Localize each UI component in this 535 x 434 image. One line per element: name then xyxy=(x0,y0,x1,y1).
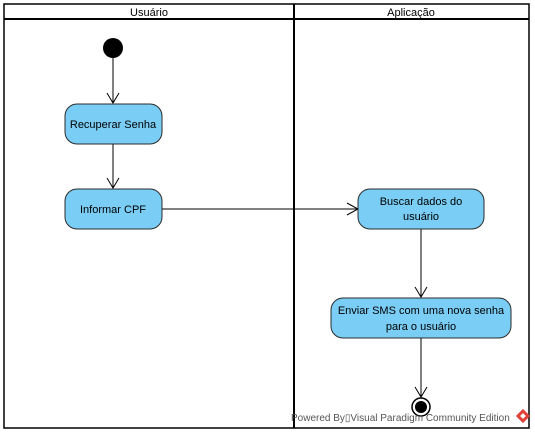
arrowhead-final xyxy=(414,386,428,398)
visual-paradigm-logo-icon xyxy=(515,408,531,424)
action-buscar-dados-label-line2: usuário xyxy=(403,211,439,223)
action-enviar-sms-label-line2: para o usuário xyxy=(386,321,456,333)
arrowhead-informar xyxy=(106,177,120,189)
action-buscar-dados[interactable] xyxy=(357,188,485,230)
arrowhead-enviar xyxy=(414,286,428,298)
arrowhead-recuperar xyxy=(106,92,120,104)
lane-title-aplicacao: Aplicação xyxy=(387,7,435,19)
action-buscar-dados-label-line1: Buscar dados do xyxy=(380,196,463,208)
initial-node[interactable] xyxy=(103,38,123,58)
action-informar-cpf[interactable] xyxy=(64,188,163,230)
action-informar-cpf-label: Informar CPF xyxy=(80,204,146,216)
action-recuperar-senha-label: Recuperar Senha xyxy=(70,119,157,131)
action-recuperar-senha[interactable] xyxy=(64,103,163,145)
lane-title-usuario: Usuário xyxy=(130,7,168,19)
final-node-core xyxy=(415,401,427,413)
action-enviar-sms[interactable] xyxy=(330,297,512,339)
action-enviar-sms-label-line1: Enviar SMS com uma nova senha xyxy=(338,305,505,317)
watermark-text: Powered By▯Visual Paradigm Community Edi… xyxy=(291,413,510,424)
